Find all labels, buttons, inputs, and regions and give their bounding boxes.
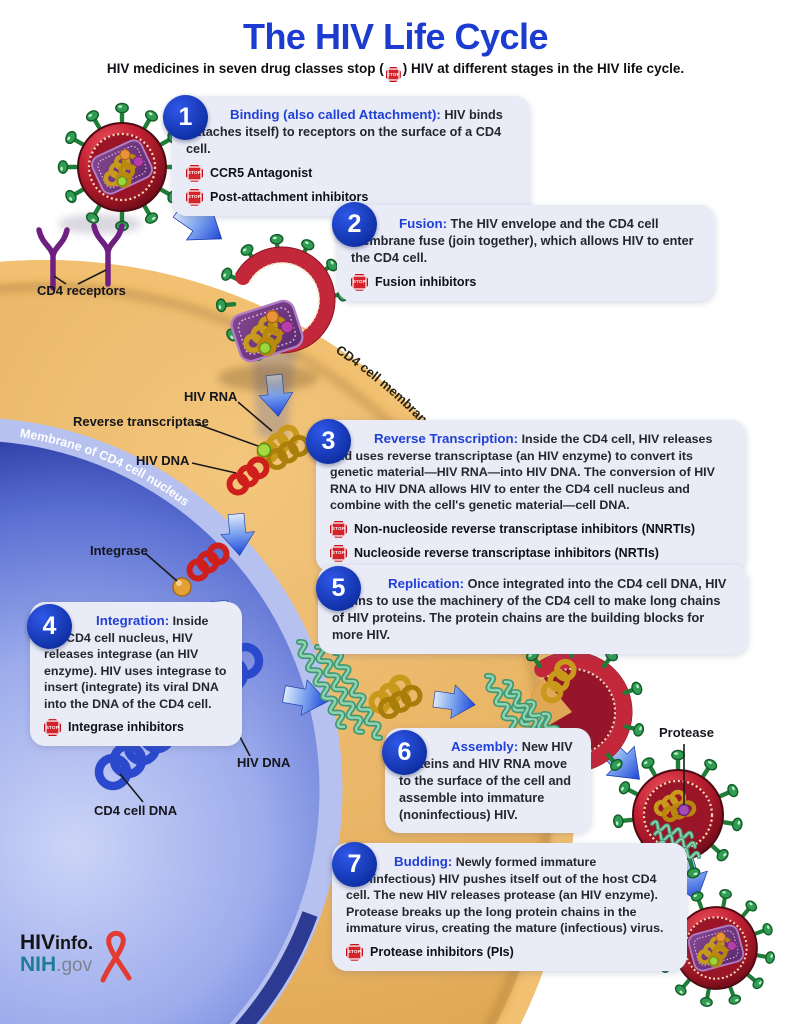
label-hiv-dna-2: HIV DNA xyxy=(237,755,291,770)
stop-sign-icon: STOP xyxy=(186,188,203,206)
step-heading: Binding (also called Attachment): xyxy=(230,107,441,122)
step-box-binding: Binding (also called Attachment): HIV bi… xyxy=(172,96,530,216)
drug-class-label: Protease inhibitors (PIs) xyxy=(370,944,514,959)
step-number-2: 2 xyxy=(332,202,377,247)
step-box-fusion: Fusion: The HIV envelope and the CD4 cel… xyxy=(337,205,715,301)
stop-sign-icon: STOP xyxy=(44,719,61,737)
step-heading: Budding: xyxy=(394,854,453,869)
drug-class-label: Post-attachment inhibitors xyxy=(210,189,369,204)
step-number-7: 7 xyxy=(332,842,377,887)
drug-class-item: STOP Protease inhibitors (PIs) xyxy=(346,943,673,961)
step-heading: Replication: xyxy=(388,576,465,591)
stop-sign-icon: STOP xyxy=(186,164,203,182)
stop-sign-icon: STOP xyxy=(330,520,347,538)
step-body: Once integrated into the CD4 cell DNA, H… xyxy=(332,577,727,642)
step-text: Budding: Newly formed immature (noninfec… xyxy=(346,853,673,937)
step-number-1: 1 xyxy=(163,95,208,140)
drug-class-item: STOP Fusion inhibitors xyxy=(351,273,701,291)
step-number-5: 5 xyxy=(316,566,361,611)
step-body: Inside the CD4 cell, HIV releases and us… xyxy=(330,432,715,513)
stop-sign-icon: STOP xyxy=(351,273,368,291)
step-body: The HIV envelope and the CD4 cell membra… xyxy=(351,217,694,265)
step-heading: Fusion: xyxy=(399,216,448,231)
step-body: New HIV proteins and HIV RNA move to the… xyxy=(399,740,573,822)
drug-class-item: STOP Nucleoside reverse transcriptase inh… xyxy=(330,544,732,562)
label-cd4-receptors: CD4 receptors xyxy=(37,283,126,298)
subtitle: HIV medicines in seven drug classes stop… xyxy=(0,61,791,82)
label-hiv-dna: HIV DNA xyxy=(136,453,190,468)
logo-hiv: HIV xyxy=(20,931,56,954)
drug-class-item: STOP CCR5 Antagonist xyxy=(186,164,516,182)
stop-sign-icon: STOP xyxy=(346,943,363,961)
step-heading: Reverse Transcription: xyxy=(374,431,519,446)
step-box-replication: Replication: Once integrated into the CD… xyxy=(318,565,748,654)
stop-sign-icon: STOP xyxy=(330,544,347,562)
hiv-virion-immature xyxy=(612,749,744,880)
label-cd4-cell-dna: CD4 cell DNA xyxy=(94,803,178,818)
step-text: Fusion: The HIV envelope and the CD4 cel… xyxy=(351,215,701,267)
nucleus-bottom-rim xyxy=(235,911,318,1024)
genetic-material xyxy=(172,428,309,597)
logo-gov: .gov xyxy=(56,955,93,977)
logo-nih: NIH xyxy=(20,953,57,977)
label-protease: Protease xyxy=(659,725,714,740)
drug-class-label: Non-nucleoside reverse transcriptase inh… xyxy=(354,521,696,536)
stop-sign-icon: STOP xyxy=(385,67,401,82)
reverse-transcriptase-enzyme xyxy=(256,442,272,458)
virus-shadow xyxy=(58,214,142,234)
step-box-reverse-transcription: Reverse Transcription: Inside the CD4 ce… xyxy=(316,420,746,572)
aids-ribbon-icon xyxy=(100,930,132,983)
label-hiv-rna: HIV RNA xyxy=(184,389,238,404)
step-box-budding: Budding: Newly formed immature (noninfec… xyxy=(332,843,687,971)
subtitle-text: ) HIV at different stages in the HIV lif… xyxy=(402,61,685,76)
step-text: Binding (also called Attachment): HIV bi… xyxy=(186,106,516,158)
step-text: Reverse Transcription: Inside the CD4 ce… xyxy=(330,430,732,514)
label-integrase: Integrase xyxy=(90,543,148,558)
step-heading: Integration: xyxy=(96,613,170,628)
step-body: Inside the CD4 cell nucleus, HIV release… xyxy=(44,614,227,711)
hivinfo-nih-logo: HIVinfo. NIH.gov xyxy=(20,931,94,977)
step-number-4: 4 xyxy=(27,604,72,649)
step-box-integration: Integration: Inside the CD4 cell nucleus… xyxy=(30,602,242,747)
drug-class-label: Nucleoside reverse transcriptase inhibit… xyxy=(354,545,659,560)
step-body: Newly formed immature (noninfectious) HI… xyxy=(346,855,664,936)
step-box-assembly: Assembly: New HIV proteins and HIV RNA m… xyxy=(385,728,591,834)
drug-class-item: STOP Post-attachment inhibitors xyxy=(186,188,516,206)
protease-enzyme xyxy=(677,803,691,817)
step-body: HIV binds (attaches itself) to receptors… xyxy=(186,108,503,156)
drug-class-label: CCR5 Antagonist xyxy=(210,165,313,180)
step-text: Assembly: New HIV proteins and HIV RNA m… xyxy=(399,738,577,823)
step-number-6: 6 xyxy=(382,730,427,775)
step-heading: Assembly: xyxy=(451,739,519,754)
hiv-virion-fusing xyxy=(215,233,349,391)
subtitle-text: HIV medicines in seven drug classes stop… xyxy=(106,61,384,76)
label-reverse-transcriptase: Reverse transcriptase xyxy=(73,414,209,429)
logo-info: info. xyxy=(55,933,94,953)
drug-class-item: STOP Non-nucleoside reverse transcriptase… xyxy=(330,520,732,538)
drug-class-label: Integrase inhibitors xyxy=(68,720,184,735)
step-text: Replication: Once integrated into the CD… xyxy=(332,575,734,644)
drug-class-label: Fusion inhibitors xyxy=(375,274,477,289)
page-title: The HIV Life Cycle xyxy=(242,16,549,57)
step-text: Integration: Inside the CD4 cell nucleus… xyxy=(44,612,228,712)
step-number-3: 3 xyxy=(306,419,351,464)
drug-class-item: STOP Integrase inhibitors xyxy=(44,719,228,737)
